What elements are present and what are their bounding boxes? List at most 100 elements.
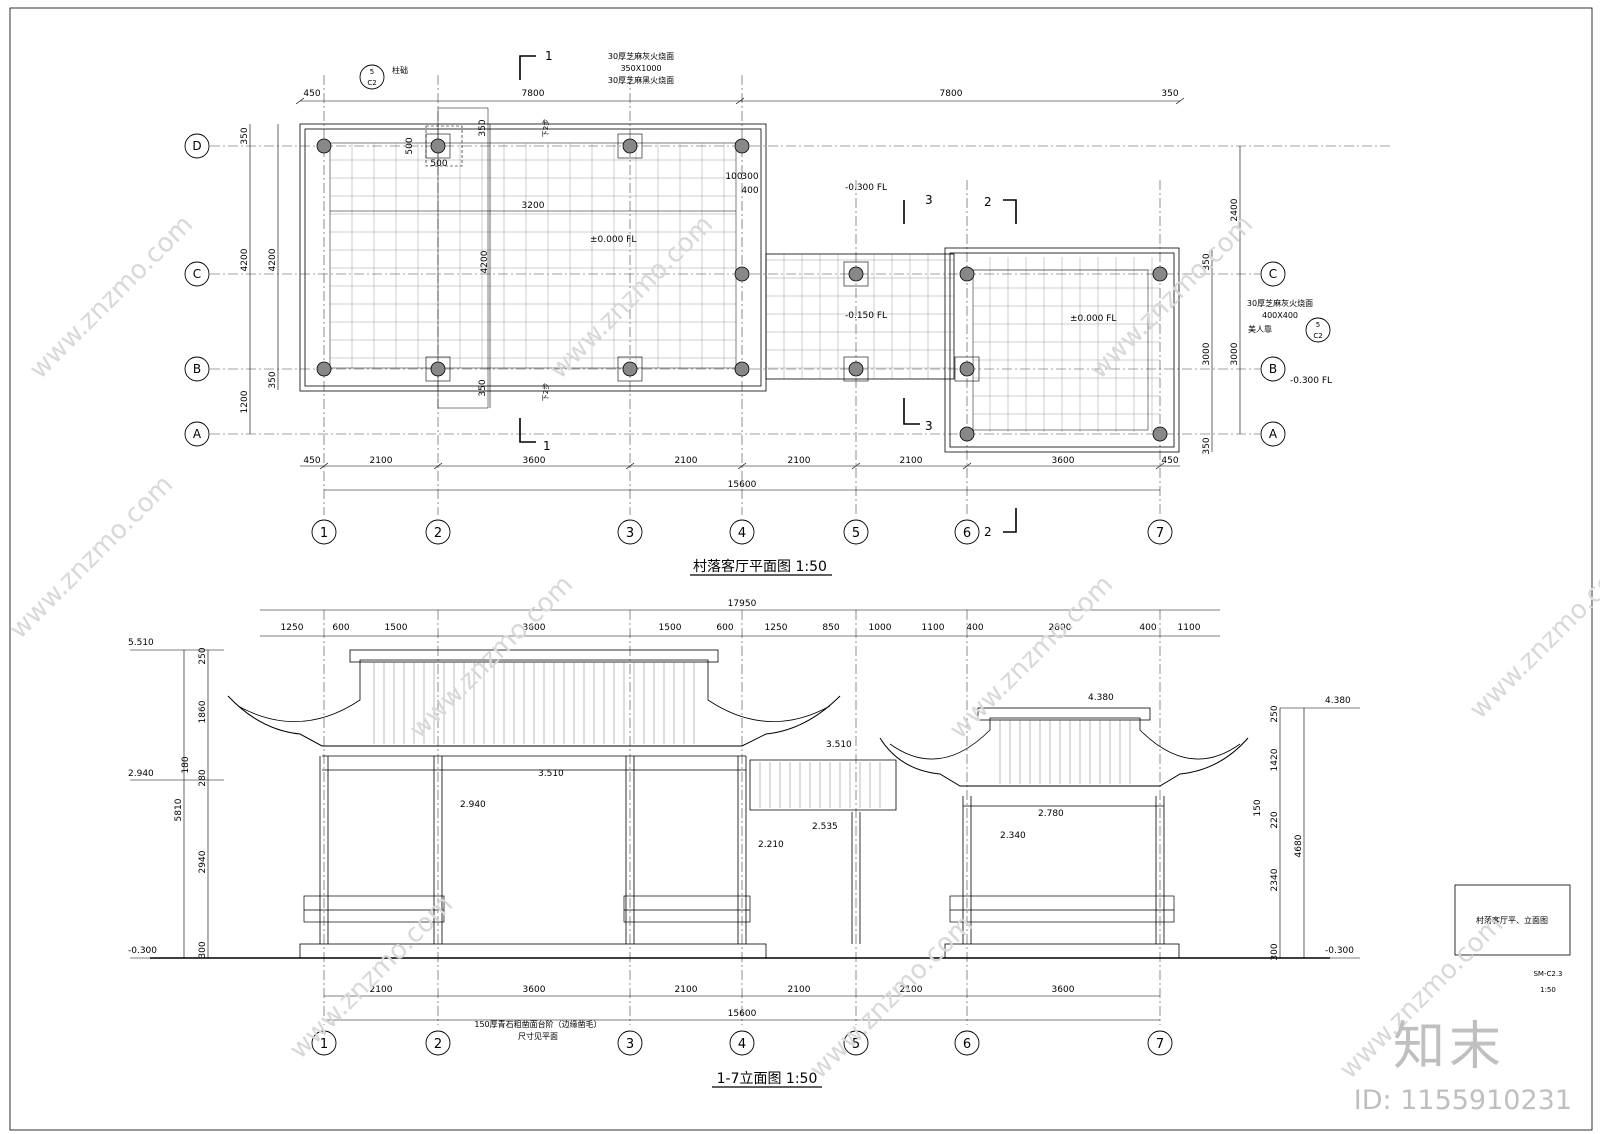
watermark-id: ID: 1155910231 [1353, 1085, 1572, 1116]
plan-row-B-right: B [1269, 362, 1277, 376]
elev-level: 2.340 [1000, 831, 1026, 841]
plan-col-1: 1 [320, 526, 328, 541]
elev-dim-top: 1100 [922, 623, 945, 633]
plan-dim-inner: 500 [430, 159, 447, 169]
elev-level: 5.510 [128, 638, 154, 648]
plan-dim-inner: 4200 [480, 250, 490, 273]
elev-level: 3.510 [826, 740, 852, 750]
watermark-text: www.znzmo.com [1464, 550, 1600, 725]
watermark-text: www.znzmo.com [404, 570, 579, 745]
elev-level: -0.300 [1325, 946, 1354, 956]
elev-dim-left: 250 [198, 647, 208, 664]
plan-dim-left: 350 [240, 127, 250, 144]
plan-dim-left: 4200 [240, 248, 250, 271]
plan-dim-inner: 350 [478, 379, 488, 396]
plan-dim-inner: 350 [478, 119, 488, 136]
plan-level: ±0.000 FL [1070, 314, 1116, 324]
elev-dim-left: 300 [198, 941, 208, 958]
plan-dim-left: 350 [268, 371, 278, 388]
watermark-text: www.znzmo.com [4, 470, 179, 645]
watermark-text: www.znzmo.com [804, 910, 979, 1085]
elev-dim-left: 1860 [198, 700, 208, 723]
elev-dim-bottom: 2100 [675, 985, 698, 995]
elev-dim-top: 2800 [1049, 623, 1072, 633]
elev-dim-bottom: 2100 [370, 985, 393, 995]
section-mark: 1 [545, 49, 553, 63]
title-block-name: 村落客厅平、立面图 [1476, 915, 1548, 925]
plan-dim-bottom: 2100 [788, 456, 811, 466]
plan-note: 30厚芝麻灰火烧面 [608, 51, 674, 61]
elev-level: 2.940 [460, 800, 486, 810]
plan-row-C-right: C [1269, 267, 1277, 281]
plan-dim-top: 7800 [522, 89, 545, 99]
plan-col-5: 5 [852, 526, 860, 541]
plan-note: 30厚芝麻灰火烧面 [1247, 298, 1313, 308]
plan-dim-top: 450 [303, 89, 320, 99]
plan-dim-top: 7800 [940, 89, 963, 99]
plan-dim-right: 350 [1202, 253, 1212, 270]
detail-ref: 5 [370, 68, 374, 76]
plan-dim-right: 350 [1202, 437, 1212, 454]
elev-dim-right: 1420 [1270, 748, 1280, 771]
section-mark: 3 [925, 193, 933, 207]
elev-dim-top: 1250 [765, 623, 788, 633]
watermark-logo: 知末 [1392, 1017, 1505, 1077]
elev-dim-top: 1100 [1178, 623, 1201, 633]
elev-dim-right: 150 [1253, 799, 1263, 816]
plan-dim-right: 3000 [1230, 342, 1240, 365]
plan-col-6: 6 [963, 526, 971, 541]
plan-row-C: C [193, 267, 201, 281]
elev-level: 4.380 [1325, 696, 1351, 706]
plan-row-B: B [193, 362, 201, 376]
elev-dim-top: 1000 [869, 623, 892, 633]
elev-dim-top: 850 [822, 623, 839, 633]
elev-dim-right: 250 [1270, 705, 1280, 722]
plan-row-D: D [192, 139, 201, 153]
sheet-border [9, 7, 1593, 1131]
elevation-title: 1-7立面图 1:50 [717, 1071, 818, 1087]
plan-note: 下2步 [542, 119, 550, 137]
section-mark: 2 [984, 195, 992, 209]
plan-note: 柱础 [392, 65, 408, 75]
elev-level: 3.510 [538, 769, 564, 779]
plan-note: 30厚芝麻黑火烧面 [608, 75, 674, 85]
elev-dim-total-top: 17950 [728, 599, 757, 609]
elev-dim-bottom: 2100 [900, 985, 923, 995]
elev-col-2: 2 [434, 1037, 442, 1052]
elev-note: 150厚青石粗凿面台阶（边缘凿毛） [474, 1019, 601, 1029]
plan-title: 村落客厅平面图 1:50 [693, 558, 827, 575]
elev-dim-left: 5810 [174, 798, 184, 821]
watermark-text: www.znzmo.com [24, 210, 199, 385]
plan-dim-top: 350 [1161, 89, 1178, 99]
elevation-view [130, 609, 1360, 1088]
plan-level: -0.300 FL [845, 183, 887, 193]
elev-dim-left: 2940 [198, 850, 208, 873]
plan-dim-bottom: 2100 [370, 456, 393, 466]
plan-col-3: 3 [626, 526, 634, 541]
elev-dim-right: 220 [1270, 811, 1280, 828]
elev-level: 2.210 [758, 840, 784, 850]
elev-dim-right: 300 [1270, 943, 1280, 960]
plan-dim-bottom: 2100 [675, 456, 698, 466]
plan-dim-bottom: 2100 [900, 456, 923, 466]
elev-dim-top: 600 [332, 623, 349, 633]
section-mark: 2 [984, 525, 992, 539]
plan-col-4: 4 [738, 526, 746, 541]
elev-level: 2.780 [1038, 809, 1064, 819]
watermark-text: www.znzmo.com [284, 890, 459, 1065]
elev-dim-top: 600 [716, 623, 733, 633]
title-block [1454, 884, 1571, 956]
elev-dim-top: 1500 [385, 623, 408, 633]
plan-note: 350X1000 [620, 64, 661, 73]
detail-ref: 5 [1316, 321, 1320, 329]
plan-dim-inner: 500 [405, 137, 415, 154]
elev-dim-bottom: 3600 [1052, 985, 1075, 995]
section-mark: 1 [543, 439, 551, 453]
elev-dim-total: 15600 [728, 1009, 757, 1019]
plan-dim-inner: 100 [725, 172, 742, 182]
plan-level: ±0.000 FL [590, 235, 636, 245]
elev-dim-top: 1250 [281, 623, 304, 633]
plan-dim-bottom: 450 [1161, 456, 1178, 466]
plan-note: 下2步 [542, 383, 550, 401]
